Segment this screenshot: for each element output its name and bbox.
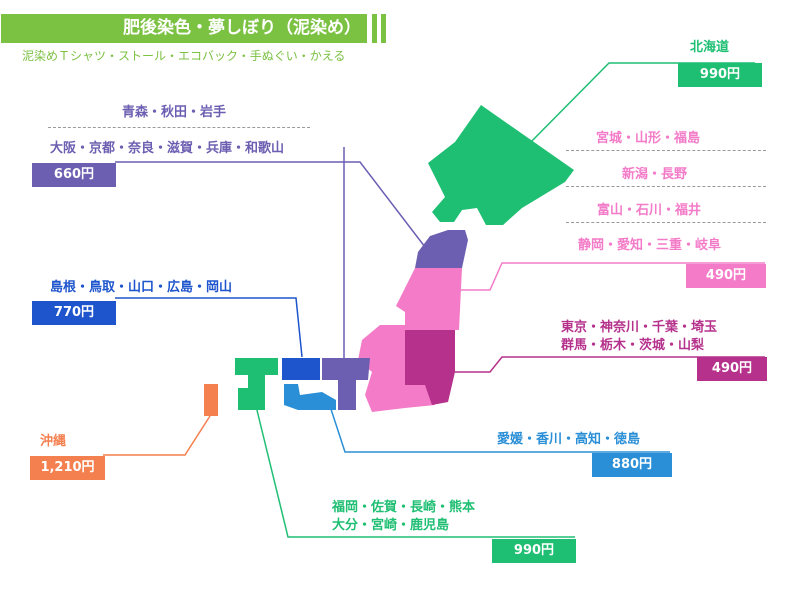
kanto-price: 490円: [697, 357, 767, 381]
tohoku-label: 青森・秋田・岩手: [122, 105, 227, 120]
kanto-leader-line: [455, 356, 765, 373]
kinki-leader-line: [115, 161, 426, 248]
chugoku-shape: [282, 358, 320, 380]
okinawa-label: 沖縄: [40, 434, 67, 449]
title-stripe-1: [372, 14, 377, 43]
kyushu-shape: [235, 358, 278, 410]
kanto-shape: [405, 330, 455, 405]
chubu-divider-3: [566, 222, 766, 223]
page-title-text: 肥後染色・夢しぼり（泥染め）: [123, 18, 361, 38]
kinki-label: 大阪・京都・奈良・滋賀・兵庫・和歌山: [50, 141, 285, 156]
chubu-divider-1: [566, 150, 766, 151]
chugoku-price: 770円: [32, 301, 116, 325]
chubu-price: 490円: [686, 264, 766, 288]
chubu-label-3: 富山・石川・福井: [597, 203, 702, 218]
kyushu-label-2: 大分・宮崎・鹿児島: [332, 518, 450, 533]
okinawa-shape: [204, 384, 218, 416]
okinawa-price: 1,210円: [30, 456, 105, 480]
title-stripe-2: [381, 14, 386, 43]
tohoku-kinki-price: 660円: [32, 163, 116, 187]
shikoku-label: 愛媛・香川・高知・徳島: [497, 432, 641, 447]
shikoku-shape: [284, 384, 336, 410]
page-title: 肥後染色・夢しぼり（泥染め）: [1, 14, 367, 43]
tohoku-divider: [48, 127, 310, 128]
shikoku-price: 880円: [592, 453, 672, 477]
chubu-leader-line: [455, 262, 765, 291]
chubu-divider-2: [566, 186, 766, 187]
chubu-label-4: 静岡・愛知・三重・岐阜: [578, 238, 722, 253]
okinawa-leader-line: [103, 415, 211, 456]
chubu-west-shape: [358, 325, 435, 412]
kanto-label-2: 群馬・栃木・茨城・山梨: [561, 338, 705, 353]
kanto-label-1: 東京・神奈川・千葉・埼玉: [561, 320, 718, 335]
tohoku-shape: [415, 230, 468, 268]
kyushu-leader-line: [254, 401, 575, 538]
kinki-shape: [322, 358, 370, 410]
kyushu-price: 990円: [492, 539, 576, 563]
hokkaido-label: 北海道: [690, 40, 730, 55]
hokkaido-price: 990円: [678, 63, 762, 87]
chugoku-leader-line: [115, 297, 303, 358]
kyushu-label-1: 福岡・佐賀・長崎・熊本: [332, 500, 476, 515]
chubu-label-2: 新潟・長野: [622, 167, 688, 182]
hokkaido-shape: [428, 105, 574, 225]
shikoku-leader-line: [327, 399, 670, 453]
chubu-label-1: 宮城・山形・福島: [596, 131, 701, 146]
chugoku-label: 島根・鳥取・山口・広島・岡山: [50, 280, 233, 295]
page-subtitle: 泥染めＴシャツ・ストール・エコバック・手ぬぐい・かえる: [22, 49, 346, 63]
chubu-shape: [396, 268, 462, 330]
